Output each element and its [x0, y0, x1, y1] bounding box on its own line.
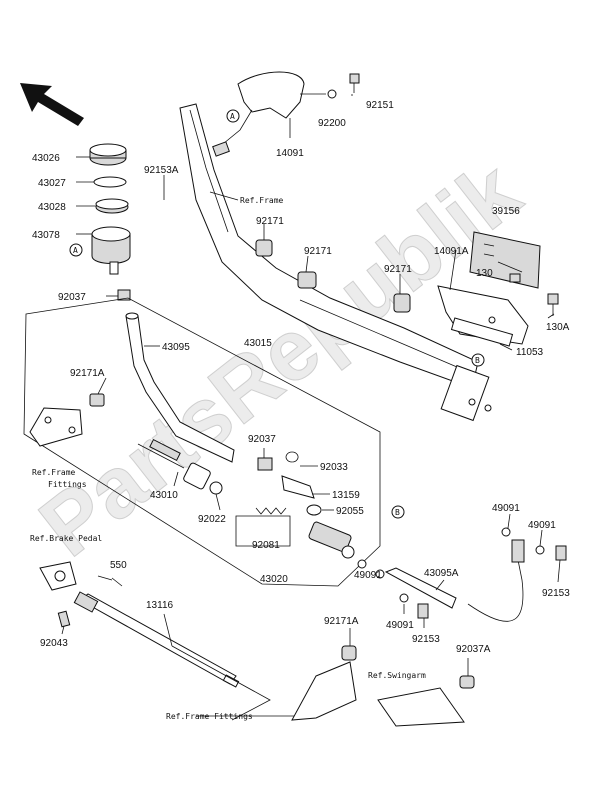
label-92022: 92022 [198, 514, 226, 525]
part-92033-circlip [285, 451, 299, 463]
frame-fittings-bracket-left [29, 407, 83, 447]
ref-swingarm-label: Ref.Swingarm [368, 671, 426, 680]
label-49091-d: 49091 [386, 620, 414, 631]
label-92037A: 92037A [456, 644, 491, 655]
part-92037-clamp-mid [257, 457, 273, 471]
label-49091-b: 49091 [528, 520, 556, 531]
label-11053: 11053 [516, 347, 544, 358]
group-outline-92081 [235, 515, 291, 547]
part-43020-piston [308, 521, 367, 569]
part-92081-spring [255, 507, 287, 515]
label-13116: 13116 [146, 600, 174, 611]
label-92151: 92151 [366, 100, 394, 111]
label-43010: 43010 [150, 490, 178, 501]
label-550: 550 [110, 560, 127, 571]
label-130A: 130A [546, 322, 570, 333]
part-550-pin [111, 577, 123, 587]
label-92171-b: 92171 [304, 246, 332, 257]
part-14091-cover [212, 71, 305, 157]
label-43015: 43015 [244, 338, 272, 349]
part-130-bolt [509, 273, 521, 283]
svg-text:A: A [73, 246, 78, 255]
part-92055-oring [306, 504, 322, 516]
label-49091-a: 49091 [492, 503, 520, 514]
part-130A-bolt [547, 293, 559, 316]
label-43027: 43027 [38, 178, 66, 189]
label-43020: 43020 [260, 574, 288, 585]
label-92055: 92055 [336, 506, 364, 517]
rod-group-outline [171, 645, 271, 721]
part-92200-washer [327, 89, 337, 99]
callout-b-mid: B [391, 505, 405, 519]
ref-frame-fittings-bottom-label: Ref.Frame Fittings [166, 712, 253, 721]
part-43027-diaphragm [93, 176, 127, 188]
part-92171-clamp-c [393, 293, 411, 313]
ref-frame-fittings-left-line1: Ref.Frame [32, 468, 76, 477]
label-92153-a: 92153 [412, 634, 440, 645]
label-92171-c: 92171 [384, 264, 412, 275]
part-13159-elbow [281, 475, 315, 499]
label-39156: 39156 [492, 206, 520, 217]
svg-text:B: B [475, 356, 480, 365]
ref-brake-pedal-label: Ref.Brake Pedal [30, 534, 102, 543]
label-14091: 14091 [276, 148, 304, 159]
svg-text:B: B [395, 508, 400, 517]
ref-frame-label: Ref.Frame [240, 196, 284, 205]
direction-arrow-icon [20, 83, 84, 126]
callout-a-top: A [226, 109, 240, 123]
brake-caliper-bracket [291, 645, 357, 721]
label-92200: 92200 [318, 118, 346, 129]
label-43028: 43028 [38, 202, 66, 213]
part-13116-rod [73, 591, 240, 688]
frame-tube [179, 103, 492, 422]
part-43095A-hose [384, 539, 525, 622]
part-43010-pushrod [137, 438, 211, 490]
label-92171A-bottom: 92171A [324, 616, 359, 627]
part-39156-label-plate [469, 231, 541, 289]
label-43095: 43095 [162, 342, 190, 353]
part-43095-hose [125, 312, 235, 463]
svg-text:A: A [230, 112, 235, 121]
label-43078: 43078 [32, 230, 60, 241]
part-92171-clamp-a [255, 239, 273, 257]
leader-lines [61, 94, 561, 717]
label-14091A: 14091A [434, 246, 469, 257]
label-130: 130 [476, 268, 493, 279]
part-92151-bolt [349, 73, 360, 93]
label-92171A-left: 92171A [70, 368, 105, 379]
part-92037-clamp-top [117, 289, 131, 301]
part-11053-plate [450, 317, 514, 347]
label-92033: 92033 [320, 462, 348, 473]
label-92153-b: 92153 [542, 588, 570, 599]
part-92153-banjo-bolts [417, 545, 567, 619]
ref-frame-fittings-left-line2: Fittings [48, 480, 87, 489]
label-92171-a: 92171 [256, 216, 284, 227]
callout-a-left: A [69, 243, 83, 257]
label-49091-c: 49091 [354, 570, 382, 581]
label-92043: 92043 [40, 638, 68, 649]
label-92081: 92081 [252, 540, 280, 551]
callout-b-right: B [471, 353, 485, 367]
part-92043-bolt [57, 610, 71, 628]
part-43028-plate [95, 198, 129, 214]
label-43095A: 43095A [424, 568, 459, 579]
brake-pedal-bracket [39, 561, 77, 591]
label-92153A: 92153A [144, 165, 179, 176]
part-43078-reservoir [91, 226, 131, 275]
part-43026-cap [89, 143, 127, 166]
label-43026: 43026 [32, 153, 60, 164]
part-92022-ring [209, 481, 223, 495]
label-92037-top: 92037 [58, 292, 86, 303]
part-92171-clamp-b [297, 271, 317, 289]
part-92171A-clamp-left [89, 393, 105, 407]
label-92037-mid: 92037 [248, 434, 276, 445]
label-13159: 13159 [332, 490, 360, 501]
swingarm-bracket [377, 675, 475, 727]
